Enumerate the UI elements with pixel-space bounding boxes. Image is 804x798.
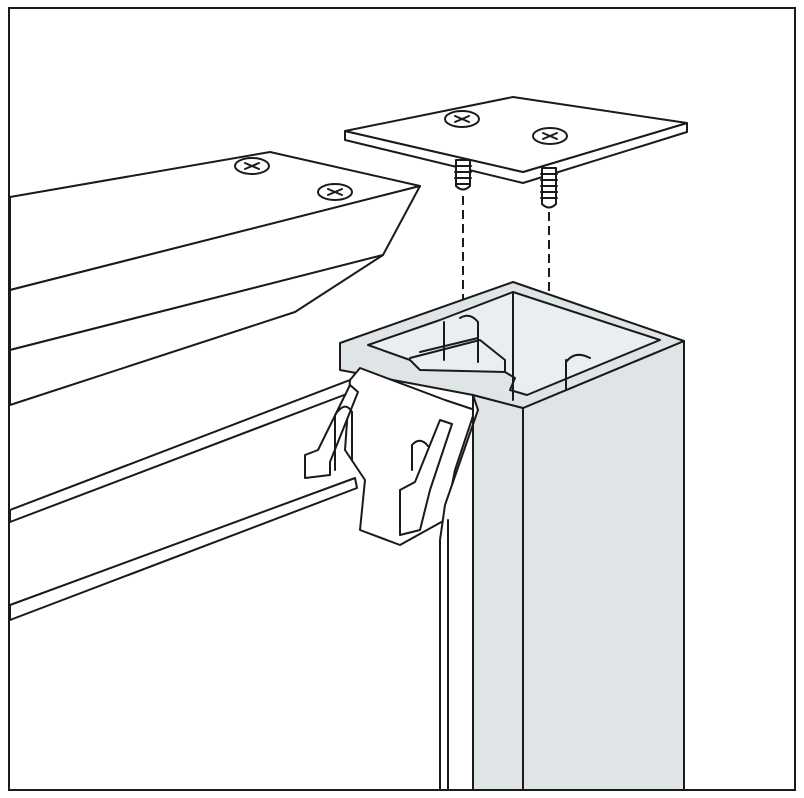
glass-panel: [9, 379, 358, 621]
threaded-screw-icon: [540, 167, 558, 209]
screw-head-icon: [532, 127, 568, 145]
threaded-screw-icon: [454, 159, 472, 191]
handrail-beam: [9, 151, 421, 406]
screw-head-icon: [444, 110, 480, 128]
screw-head-icon: [317, 183, 353, 201]
glass-clip-bracket: [304, 367, 479, 791]
mounting-plate: [344, 96, 688, 355]
screw-head-icon: [234, 157, 270, 175]
post: [339, 281, 685, 791]
